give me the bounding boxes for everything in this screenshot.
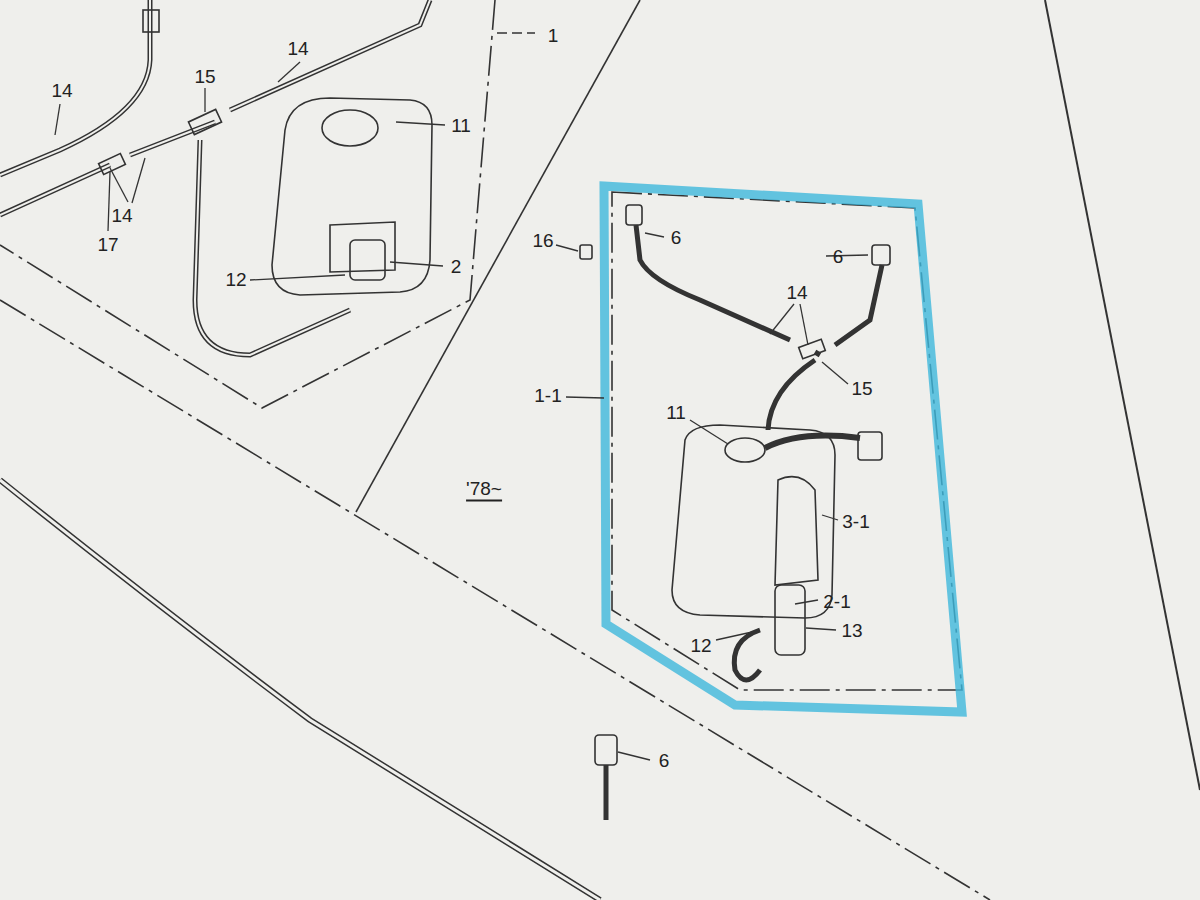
callout-number: 2-1 xyxy=(823,592,850,611)
callout-number: 15 xyxy=(851,379,872,398)
callout-number: 6 xyxy=(833,247,844,266)
callout-number: 6 xyxy=(671,228,682,247)
callout-number: 14 xyxy=(111,206,132,225)
year-note: '78~ xyxy=(466,479,502,502)
callout-number: 1-1 xyxy=(534,386,561,405)
callout-number: 6 xyxy=(659,751,670,770)
callout-number: 2 xyxy=(451,257,462,276)
callout-number: 14 xyxy=(786,283,807,302)
callout-number: 15 xyxy=(194,67,215,86)
callout-number: 3-1 xyxy=(842,512,869,531)
callout-number: 14 xyxy=(51,81,72,100)
callout-number: 16 xyxy=(532,231,553,250)
callout-number: 11 xyxy=(666,403,686,422)
callout-number: 17 xyxy=(97,235,118,254)
callout-number: 1 xyxy=(548,26,559,45)
callout-number: 12 xyxy=(690,636,711,655)
callout-number: 14 xyxy=(287,39,308,58)
callout-number: 11 xyxy=(451,116,471,135)
callout-number: 12 xyxy=(225,270,246,289)
callout-number: 13 xyxy=(841,621,862,640)
